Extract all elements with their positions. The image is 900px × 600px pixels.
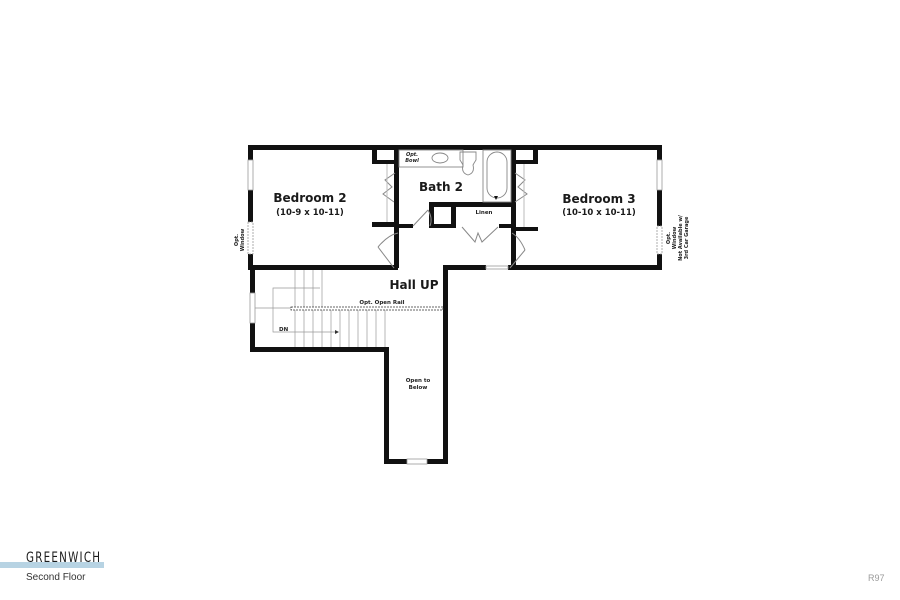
bedroom3-dims: (10-10 x 10-11) [562, 208, 636, 218]
drain-icon [494, 196, 498, 200]
opt-window-bedroom3 [656, 225, 663, 255]
floor-subtitle: Second Floor [26, 572, 86, 583]
open-rail-label: Opt. Open Rail [359, 300, 404, 306]
open-below-line2: Below [409, 385, 428, 391]
closet-door-bedroom2 [382, 172, 396, 203]
right-window-note: Opt. Window Not Available w/ 3rd Car Gar… [666, 215, 690, 261]
window-bedroom3 [656, 159, 663, 191]
bedroom2-dims: (10-9 x 10-11) [276, 208, 344, 218]
windows [247, 159, 663, 465]
walls [248, 145, 662, 464]
doors [377, 164, 528, 269]
window-open-below [406, 458, 428, 465]
bedroom3-name: Bedroom 3 [562, 192, 635, 206]
window-bedroom2 [247, 159, 254, 191]
tub [486, 151, 508, 199]
svg-text:Not Available w/: Not Available w/ [678, 215, 684, 261]
closet-door-bedroom3 [514, 172, 528, 203]
sink [431, 152, 449, 164]
svg-text:3rd Car Garage: 3rd Car Garage [684, 216, 690, 259]
opt-window-bedroom2 [247, 221, 254, 255]
left-window-note: Opt. Window [234, 228, 246, 251]
opt-bowl-line1: Opt. [406, 152, 418, 158]
stair-arrow-icon [335, 330, 339, 334]
open-rail [290, 306, 444, 311]
opening-hall [485, 265, 509, 270]
stairs-dn-label: DN [279, 327, 289, 333]
toilet [459, 151, 477, 176]
open-below-line1: Open to [406, 378, 431, 384]
hall-label: Hall UP [389, 278, 438, 292]
svg-text:Opt.: Opt. [666, 232, 672, 244]
vanity [398, 149, 464, 168]
svg-text:Window: Window [672, 226, 678, 249]
linen-door [461, 226, 499, 243]
svg-text:Window: Window [240, 228, 246, 251]
svg-text:Opt.: Opt. [234, 234, 240, 246]
brand-accent-bar [0, 562, 104, 568]
bath2-name: Bath 2 [419, 180, 463, 194]
linen-label: Linen [476, 210, 493, 216]
plan-code: R97 [868, 573, 885, 583]
tub-outline [482, 149, 512, 203]
window-stair [249, 292, 256, 324]
bedroom2-name: Bedroom 2 [273, 191, 346, 205]
plan-title: GREENWICH [26, 550, 102, 566]
opt-bowl-line2: Bowl [405, 158, 419, 164]
